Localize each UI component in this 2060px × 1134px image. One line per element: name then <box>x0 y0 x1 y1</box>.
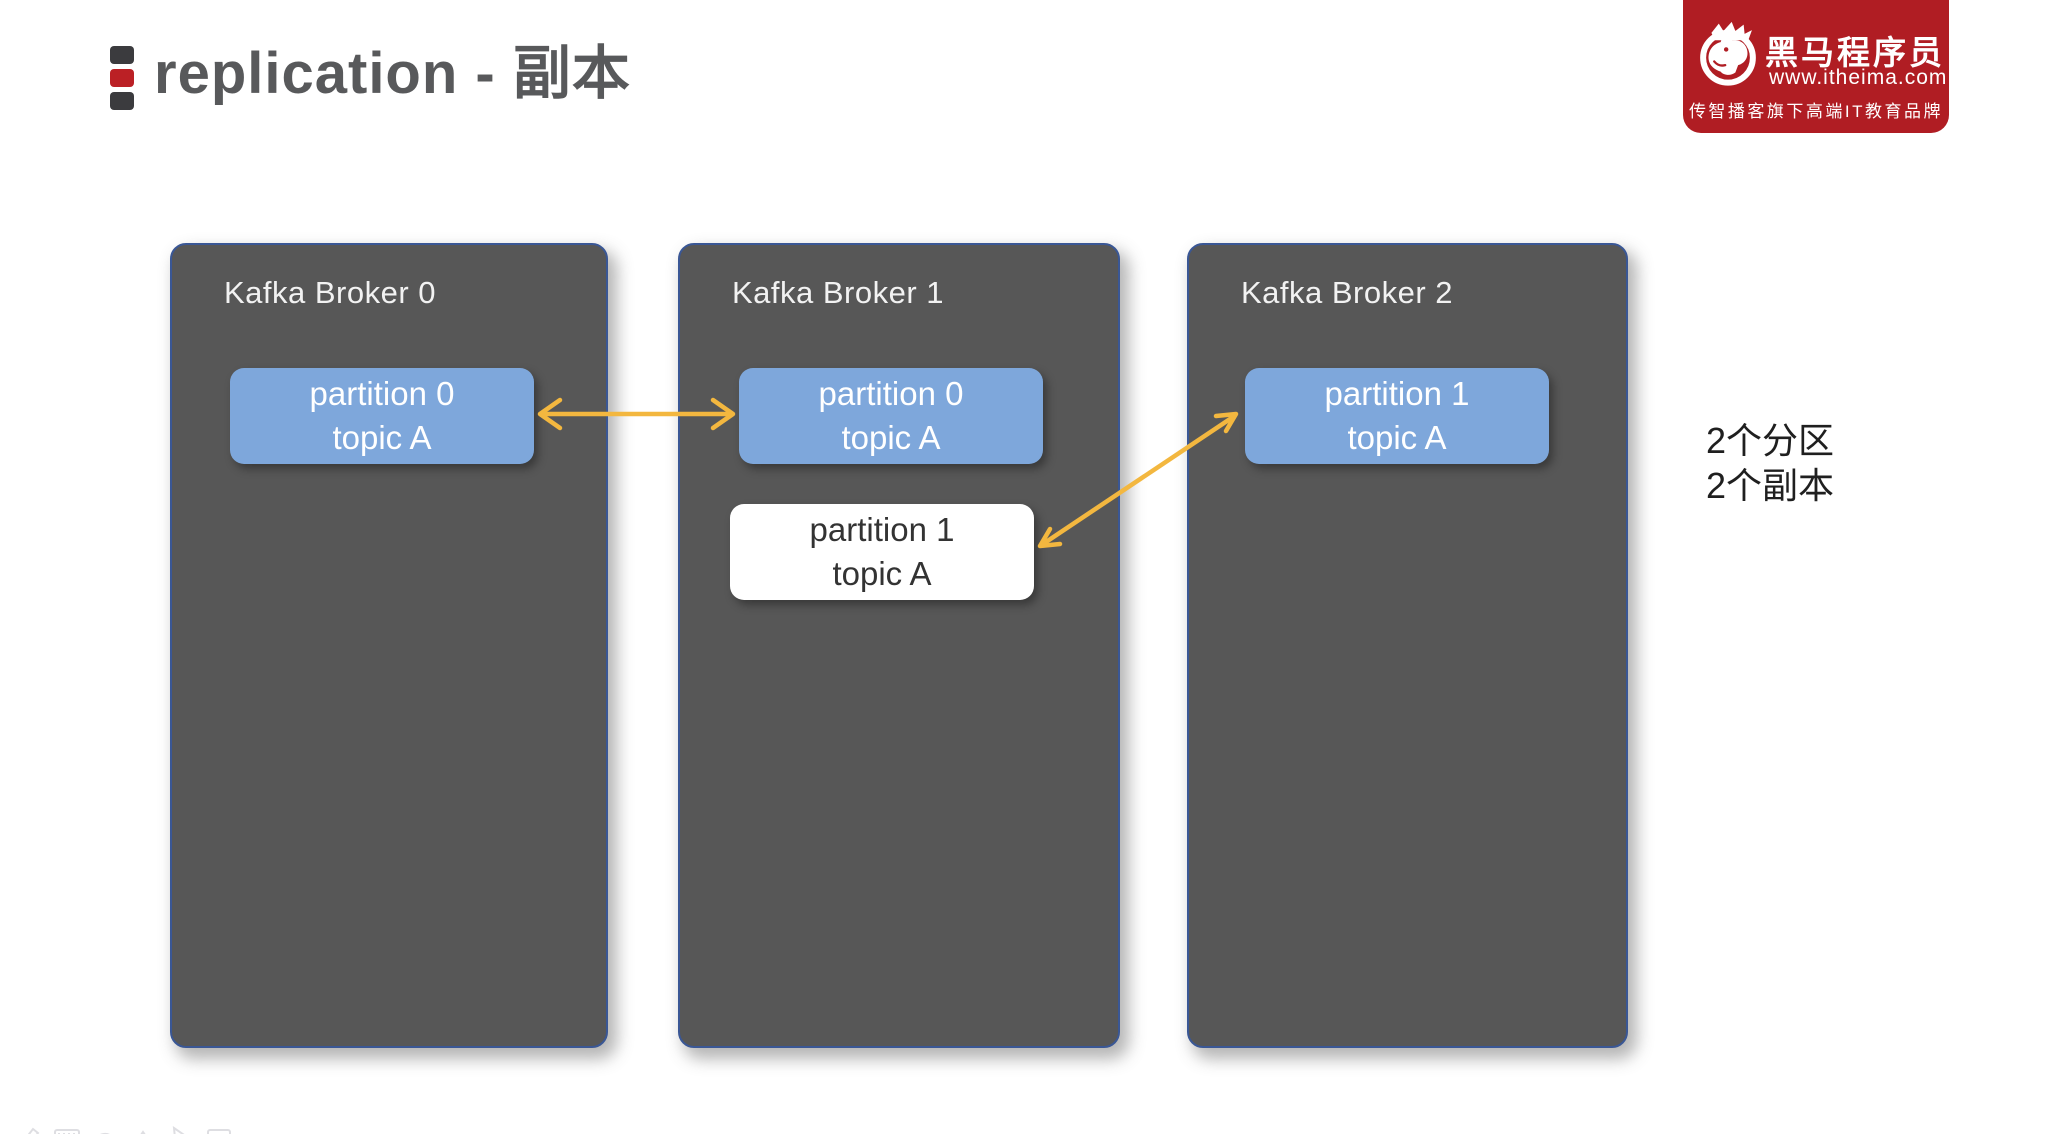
partition-line1: partition 0 <box>818 375 964 412</box>
broker-label: Kafka Broker 2 <box>1241 275 1454 310</box>
partition-line1: partition 1 <box>809 511 955 548</box>
ghost-annotation-toolbar <box>16 1124 232 1134</box>
logo-brand-name: 黑马程序员 <box>1765 34 1945 71</box>
pen-icon[interactable] <box>16 1124 42 1134</box>
broker-box-1: Kafka Broker 1 partition 0 topic A parti… <box>678 243 1120 1048</box>
mountain-icon[interactable] <box>130 1124 156 1134</box>
partition-box-broker1-p1-replica: partition 1 topic A <box>730 504 1034 600</box>
partition-line2: topic A <box>332 419 432 456</box>
partition-line2: topic A <box>1347 419 1447 456</box>
annotation-text: 2个分区 2个副本 <box>1706 418 1834 508</box>
bullet-segment-red <box>110 69 134 87</box>
annotation-line-partitions: 2个分区 <box>1706 420 1835 461</box>
title-bullet-icon <box>110 46 134 110</box>
rectangle-icon[interactable] <box>206 1124 232 1134</box>
partition-line1: partition 0 <box>309 375 455 412</box>
page-title: replication - 副本 <box>154 41 631 106</box>
partition-box-broker2-p1: partition 1 topic A <box>1245 368 1549 464</box>
broker-box-0: Kafka Broker 0 partition 0 topic A <box>170 243 608 1048</box>
broker-label: Kafka Broker 0 <box>224 275 437 310</box>
shape-icon[interactable] <box>92 1124 118 1134</box>
logo-url: www.itheima.com <box>1769 66 1948 89</box>
partition-line2: topic A <box>841 419 941 456</box>
partition-line1: partition 1 <box>1324 375 1470 412</box>
partition-box-broker1-p0: partition 0 topic A <box>739 368 1043 464</box>
annotation-line-replicas: 2个副本 <box>1706 465 1835 506</box>
bullet-segment-bottom <box>110 92 134 110</box>
horse-icon <box>1700 21 1756 86</box>
pointer-icon[interactable] <box>168 1124 194 1134</box>
broker-label: Kafka Broker 1 <box>732 275 945 310</box>
brand-logo: 黑马程序员 www.itheima.com 传智播客旗下高端IT教育品牌 <box>1683 0 1949 133</box>
broker-box-2: Kafka Broker 2 partition 1 topic A <box>1187 243 1628 1048</box>
partition-box-broker0-p0: partition 0 topic A <box>230 368 534 464</box>
logo-tagline: 传智播客旗下高端IT教育品牌 <box>1688 102 1944 121</box>
partition-line2: topic A <box>832 555 932 592</box>
bullet-segment-top <box>110 46 134 64</box>
keyboard-icon[interactable] <box>54 1124 80 1134</box>
